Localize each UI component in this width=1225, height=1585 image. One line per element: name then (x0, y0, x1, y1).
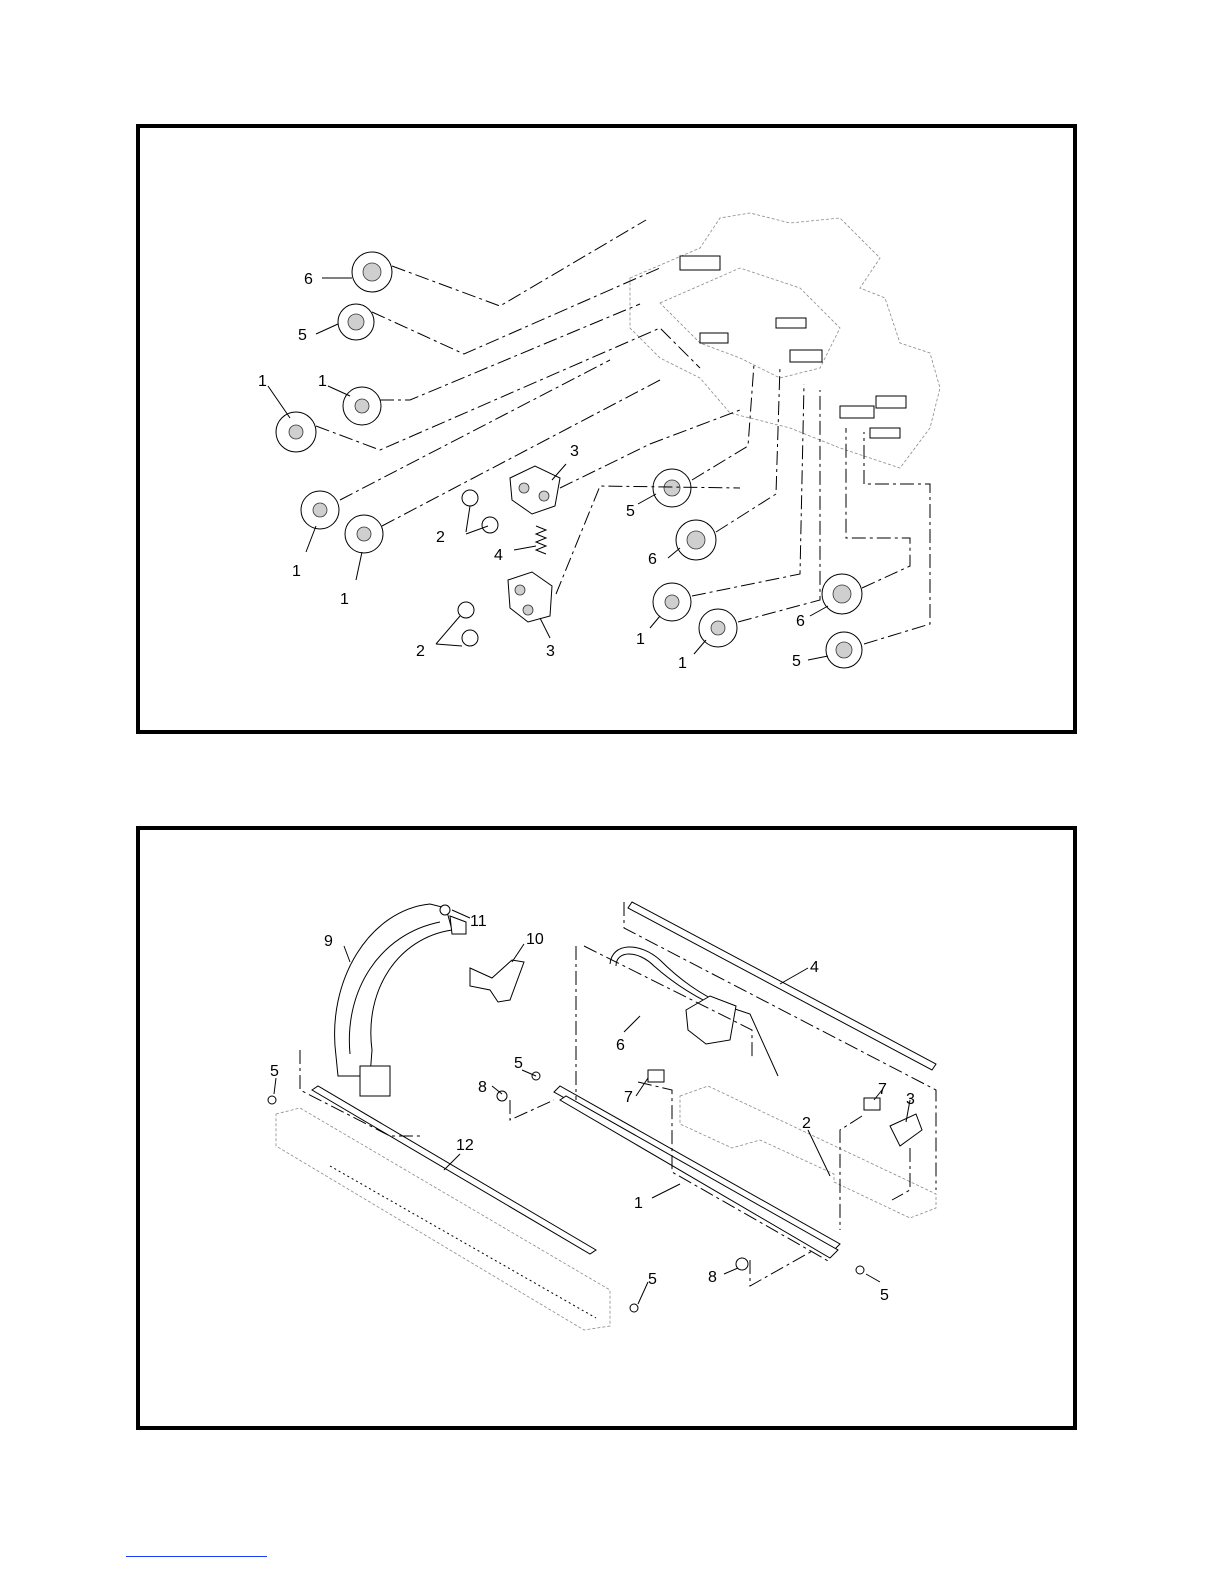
gear-6-low (822, 574, 862, 614)
callout-label: 1 (258, 373, 267, 390)
callout-label: 5 (298, 327, 307, 344)
gear-assembly-drawing: 6 5 1 1 1 1 3 2 4 3 2 5 6 1 1 6 5 (140, 128, 1073, 730)
callout-label: 3 (570, 443, 579, 460)
comb-plate (276, 1108, 610, 1330)
callout-label: 1 (634, 1195, 643, 1212)
shaft-4 (628, 902, 936, 1070)
exploded-view-shaft-assembly: 11 10 9 4 6 5 5 8 7 7 3 2 12 1 8 5 5 (136, 826, 1077, 1430)
callout-label: 10 (526, 931, 544, 948)
callout-label: 12 (456, 1137, 474, 1154)
callout-label: 1 (340, 591, 349, 608)
gear-5-top (338, 304, 374, 340)
callout-label: 7 (878, 1081, 887, 1098)
clip-7-left (648, 1070, 664, 1082)
bushing-2d (462, 630, 478, 646)
gear-5-low (826, 632, 862, 668)
callout-label: 1 (292, 563, 301, 580)
callout-label: 6 (616, 1037, 625, 1054)
exploded-view-gears: 6 5 1 1 1 1 3 2 4 3 2 5 6 1 1 6 5 (136, 124, 1077, 734)
e-ring-5d (856, 1266, 864, 1274)
bushing-2b (482, 517, 498, 533)
callout-label: 7 (624, 1089, 633, 1106)
callout-label: 1 (318, 373, 327, 390)
footer-link[interactable] (126, 1556, 267, 1557)
callout-label: 3 (546, 643, 555, 660)
callout-label: 4 (494, 547, 503, 564)
bushing-2a (462, 490, 478, 506)
curved-guide-9 (335, 904, 466, 1096)
bracket-3-top (510, 466, 560, 514)
e-ring-5a (268, 1096, 276, 1104)
callout-label: 6 (796, 613, 805, 630)
callout-label: 6 (304, 271, 313, 288)
callout-label: 6 (648, 551, 657, 568)
brackets-and-bushings (458, 466, 560, 646)
lever-10 (470, 960, 524, 1002)
callout-label: 1 (678, 655, 687, 672)
callout-label: 1 (636, 631, 645, 648)
callout-label: 11 (470, 913, 487, 930)
callout-label: 3 (906, 1091, 915, 1108)
callout-label: 5 (792, 653, 801, 670)
gear-1c (301, 491, 339, 529)
callout-label: 9 (324, 933, 333, 950)
spring-4 (536, 526, 546, 554)
shaft-assembly-drawing: 11 10 9 4 6 5 5 8 7 7 3 2 12 1 8 5 5 (140, 830, 1073, 1426)
side-frame (630, 213, 940, 468)
gear-5-mid (653, 469, 691, 507)
callout-label: 5 (648, 1271, 657, 1288)
callout-label: 4 (810, 959, 819, 976)
screw-11 (440, 905, 450, 915)
bracket-3 (890, 1114, 922, 1146)
bushing-2c (458, 602, 474, 618)
callout-label: 2 (802, 1115, 811, 1132)
gears (276, 252, 862, 668)
callout-label: 5 (514, 1055, 523, 1072)
callout-label: 8 (708, 1269, 717, 1286)
clip-7-right (864, 1098, 880, 1110)
callout-label: 2 (436, 529, 445, 546)
gear-6-mid (676, 520, 716, 560)
callout-label: 2 (416, 643, 425, 660)
gear-6-top (352, 252, 392, 292)
screw-8-top (497, 1091, 507, 1101)
callout-label: 5 (270, 1063, 279, 1080)
gear-1e (653, 583, 691, 621)
callout-label: 8 (478, 1079, 487, 1096)
gear-1a (343, 387, 381, 425)
gear-1b (276, 412, 316, 452)
bracket-3-low (508, 572, 552, 622)
callout-label: 5 (880, 1287, 889, 1304)
shaft-12 (312, 1086, 596, 1254)
rail-1 (554, 1086, 840, 1258)
e-ring-5c (630, 1304, 638, 1312)
callout-label: 5 (626, 503, 635, 520)
gear-1d (345, 515, 383, 553)
